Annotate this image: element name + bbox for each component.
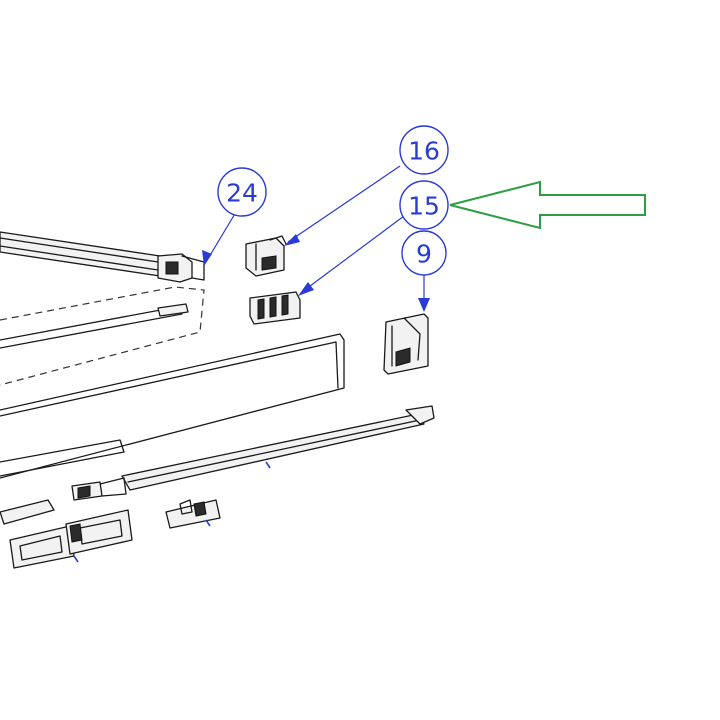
callout-9: 9 — [401, 230, 447, 276]
bottom-rail — [0, 405, 435, 491]
small-connector-left — [71, 477, 127, 501]
leader-16-arrowhead — [284, 234, 300, 246]
part-15-slider-block — [249, 291, 301, 325]
front-panel — [0, 333, 345, 479]
leader-24-arrowhead — [202, 250, 212, 266]
part-9-end-cover — [383, 313, 429, 375]
bottom-bracket-assembly — [0, 499, 133, 569]
leader-15 — [301, 215, 405, 293]
rail-part-24 — [0, 231, 205, 283]
part-16-bracket — [245, 235, 287, 277]
leader-16 — [287, 165, 401, 243]
callout-16-label: 16 — [408, 137, 440, 166]
callout-24: 24 — [217, 167, 267, 217]
center-bracket — [165, 499, 221, 529]
leader-15-arrowhead — [298, 282, 314, 296]
callout-15-label: 15 — [408, 192, 440, 221]
callout-16: 16 — [399, 125, 449, 175]
callout-15: 15 — [399, 180, 449, 230]
leader-9-arrowhead — [418, 298, 430, 312]
callout-9-label: 9 — [416, 240, 432, 269]
callout-24-label: 24 — [226, 179, 258, 208]
highlight-arrow — [449, 180, 646, 230]
dashed-subassembly-outline — [0, 286, 205, 386]
inner-rod — [0, 303, 189, 349]
